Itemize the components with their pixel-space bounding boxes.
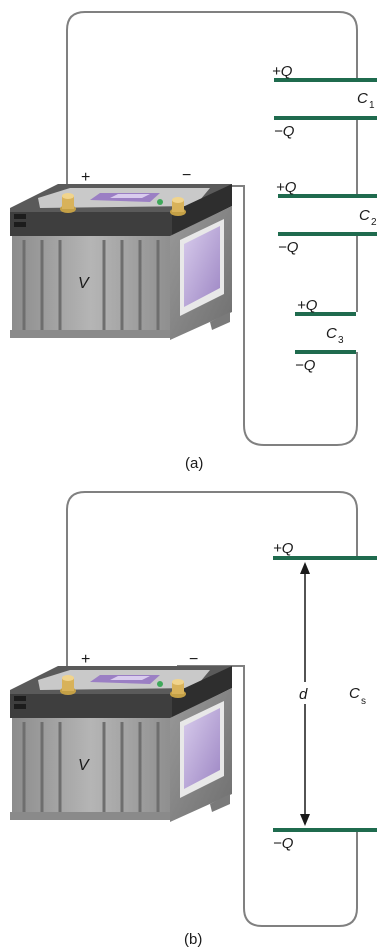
capacitor-cs: +Q −Q d C s [273,540,377,852]
capacitor-name: C [326,325,337,342]
charge-label-positive: +Q [297,297,318,314]
charge-label-negative: −Q [273,835,294,852]
capacitor-name: C [357,90,368,107]
circuit-wire [66,11,358,446]
capacitor-name: C [359,207,370,224]
panel-b: +Q −Q d C s [10,491,377,948]
battery-voltage-label: V [78,275,90,292]
capacitor-subscript: s [361,696,366,707]
capacitor-subscript: 2 [371,217,377,228]
capacitor-c3: +Q −Q C 3 [295,297,356,374]
battery: V [10,184,232,340]
distance-label: d [299,686,308,703]
charge-label-negative: −Q [274,123,295,140]
charge-label-negative: −Q [278,239,299,256]
charge-label-positive: +Q [273,540,294,557]
terminal-positive-label: + [81,169,90,186]
charge-label-positive: +Q [272,63,293,80]
panel-a: +Q −Q C 1 +Q −Q C 2 +Q −Q C 3 [10,11,377,472]
panel-caption: (b) [184,931,202,948]
battery: V [10,666,232,822]
battery-voltage-label: V [78,757,90,774]
panel-caption: (a) [185,455,203,472]
terminal-negative-label: − [189,651,198,668]
capacitor-c1: +Q −Q C 1 [272,63,377,140]
capacitor-c2: +Q −Q C 2 [276,179,377,256]
terminal-positive-label: + [81,651,90,668]
capacitor-subscript: 3 [338,335,344,346]
circuit-wire [66,491,358,927]
charge-label-negative: −Q [295,357,316,374]
capacitor-name: C [349,685,360,702]
terminal-negative-label: − [182,167,191,184]
capacitor-subscript: 1 [369,100,375,111]
charge-label-positive: +Q [276,179,297,196]
